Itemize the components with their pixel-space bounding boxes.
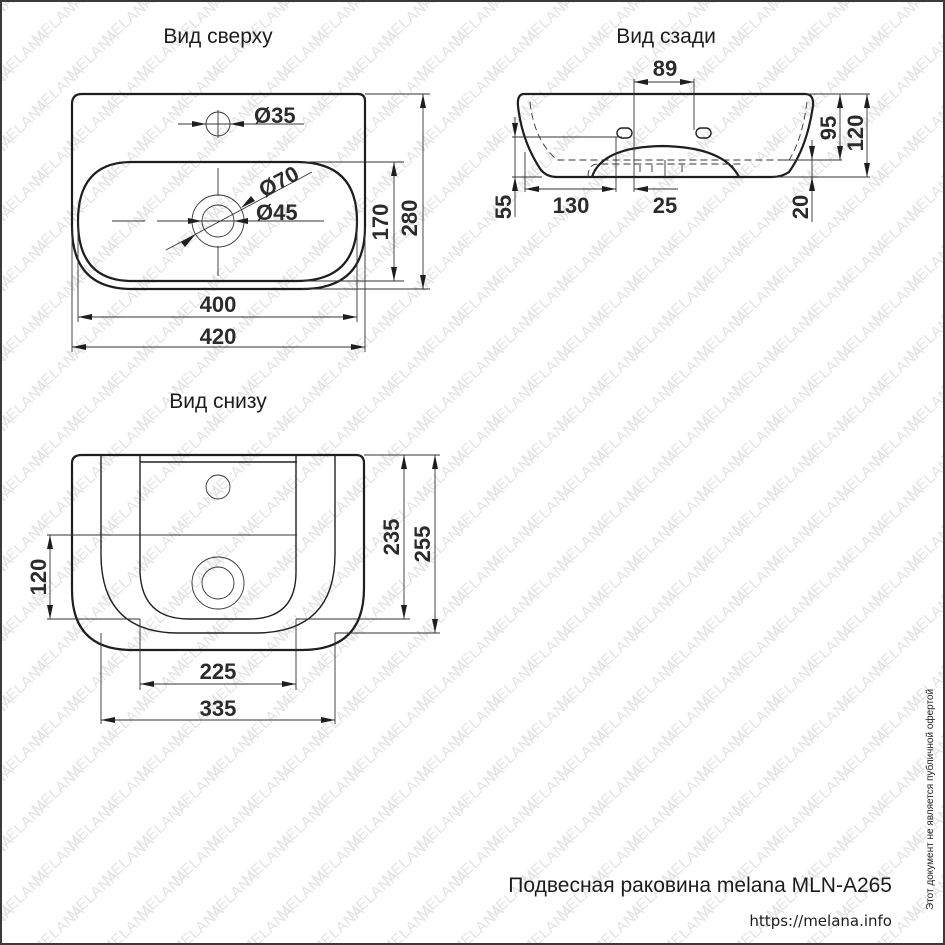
website-url[interactable]: https://melana.info [749, 912, 892, 930]
bowl-outline [76, 160, 359, 283]
top-view: Вид сверху Ø35 Ø70 Ø45 17 [70, 25, 430, 352]
dim-recess-depth: 120 [26, 559, 51, 596]
drain-outer-bottom [191, 556, 245, 610]
drain-inner-bottom [201, 566, 235, 600]
dim-hole-spacing: 89 [653, 56, 677, 81]
dim-tap-hole: Ø35 [254, 103, 296, 128]
dim-total-depth: 280 [397, 200, 422, 237]
dim-mount-width: 335 [200, 696, 237, 721]
dim-recess-width: 225 [200, 659, 237, 684]
tap-hole-bottom [205, 474, 231, 500]
bottom-view-title: Вид снизу [169, 390, 267, 413]
disclaimer-note: Этот документ не является публичной офер… [924, 689, 936, 910]
dim-hole-width: 25 [653, 193, 677, 218]
bottom-view-outline [70, 453, 366, 652]
dim-total-width: 420 [200, 324, 237, 349]
dim-bowl-depth: 170 [368, 204, 393, 241]
dim-depth-235: 235 [379, 519, 404, 556]
mount-hole-left [616, 127, 633, 139]
bottom-view: Вид снизу 120 235 255 [26, 390, 440, 724]
dim-depth-255: 255 [410, 526, 435, 563]
dim-base-height: 20 [788, 195, 813, 219]
dim-hole-height: 55 [491, 195, 516, 219]
dim-hole-offset: 130 [553, 193, 590, 218]
dim-drain-inner: Ø45 [256, 200, 298, 225]
dim-total-height: 120 [843, 115, 868, 152]
rear-view-title: Вид сзади [616, 25, 716, 48]
dim-bowl-width: 400 [200, 292, 237, 317]
top-view-title: Вид сверху [163, 25, 273, 48]
dim-inner-height: 95 [816, 116, 841, 140]
rear-view: Вид сзади 89 95 120 [491, 25, 870, 222]
product-title: Подвесная раковина melana MLN-A265 [508, 874, 892, 897]
mount-hole-right [695, 127, 712, 139]
